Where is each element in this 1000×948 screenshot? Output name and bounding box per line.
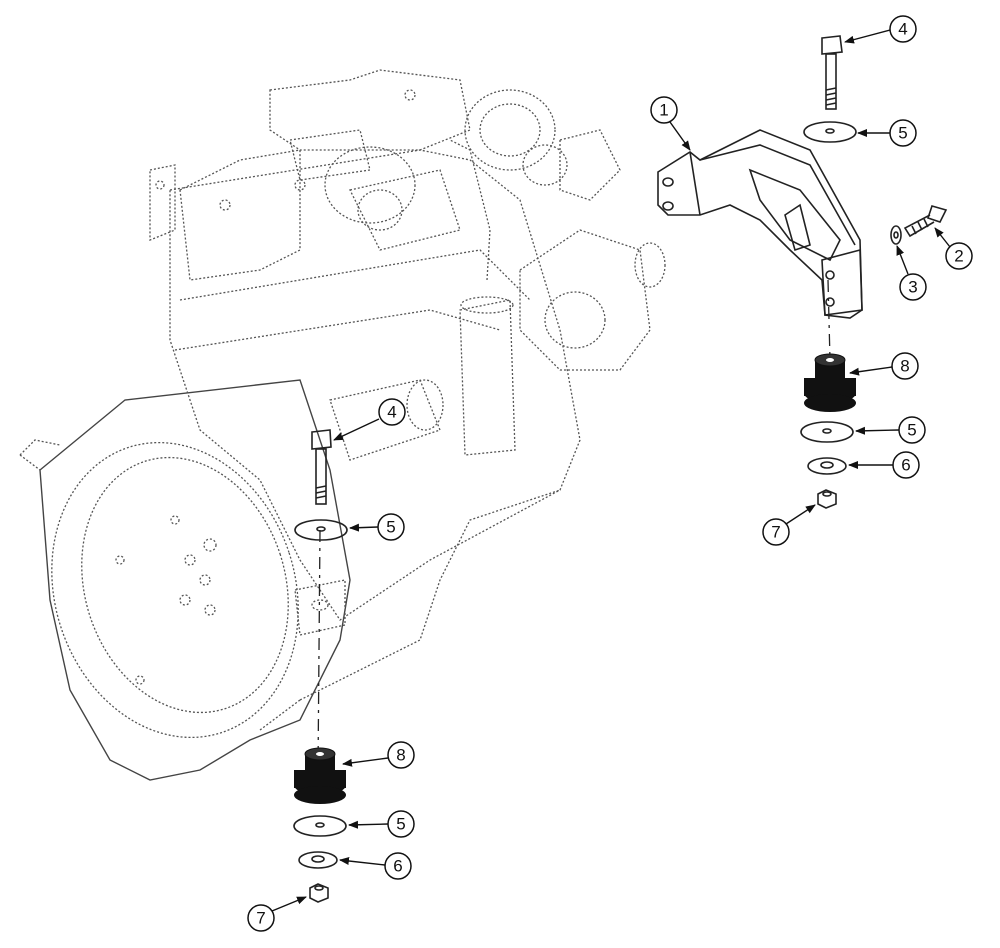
- callout-side-bolt: 2: [934, 227, 973, 270]
- cup-washer-right: [807, 457, 847, 475]
- callout-label: 4: [898, 20, 907, 39]
- callout-label: 5: [898, 124, 907, 143]
- callout-washer-center: 5: [349, 513, 405, 541]
- callout-isolator-right: 8: [849, 352, 919, 380]
- callout-cup-washer-right: 6: [848, 451, 920, 479]
- washer-center: [294, 519, 348, 541]
- nut-right: [817, 489, 837, 509]
- engine-assembly: [19, 69, 666, 781]
- callout-label: 8: [900, 357, 909, 376]
- callout-lock-washer: 3: [896, 245, 927, 301]
- engine-block: [169, 149, 581, 731]
- callout-label: 7: [256, 909, 265, 928]
- callout-label: 5: [907, 421, 916, 440]
- front-pulley: [464, 89, 568, 186]
- callout-nut-right: 7: [762, 504, 816, 546]
- bolt-center: [311, 429, 332, 505]
- rubber-isolator-right: [804, 353, 856, 412]
- callout-label: 5: [396, 815, 405, 834]
- side-bolt: [903, 205, 948, 238]
- callout-cup-washer-left: 6: [339, 852, 412, 880]
- callout-nut-left: 7: [247, 896, 307, 932]
- nut-left: [309, 883, 329, 903]
- cup-washer-left: [298, 851, 338, 869]
- callout-label: 8: [396, 746, 405, 765]
- flywheel-housing: [19, 379, 351, 781]
- oil-filter: [449, 139, 516, 456]
- cylinder-head: [179, 69, 471, 281]
- callout-washer-upper: 5: [857, 119, 917, 147]
- rubber-isolator-left: [294, 747, 346, 804]
- mounting-bracket: [657, 129, 863, 319]
- washer-right-lower: [800, 421, 854, 443]
- callout-label: 4: [387, 403, 396, 422]
- callout-label: 5: [386, 518, 395, 537]
- fuel-injection-pump: [519, 129, 666, 371]
- callout-label: 3: [908, 278, 917, 297]
- lock-washer: [890, 225, 902, 245]
- callout-bolt-upper: 4: [844, 15, 917, 44]
- callout-washer-right: 5: [855, 416, 926, 444]
- callout-label: 7: [771, 523, 780, 542]
- callout-washer-left: 5: [348, 810, 415, 838]
- callout-label: 6: [901, 456, 910, 475]
- assembly-center-lines: [317, 279, 831, 771]
- callout-bolt-center: 4: [333, 398, 406, 441]
- turbocharger: [149, 146, 416, 241]
- callout-label: 2: [954, 247, 963, 266]
- callout-label: 6: [393, 857, 402, 876]
- washer-upper: [803, 121, 857, 143]
- engine-mount-boss: [294, 579, 346, 636]
- bolt-upper: [821, 35, 843, 110]
- callout-label: 1: [659, 101, 668, 120]
- callout-isolator-left: 8: [342, 741, 415, 769]
- washer-left-lower: [293, 815, 347, 837]
- callout-bracket: 1: [650, 96, 691, 151]
- callouts: 1 2 3 4 5 8: [247, 15, 973, 932]
